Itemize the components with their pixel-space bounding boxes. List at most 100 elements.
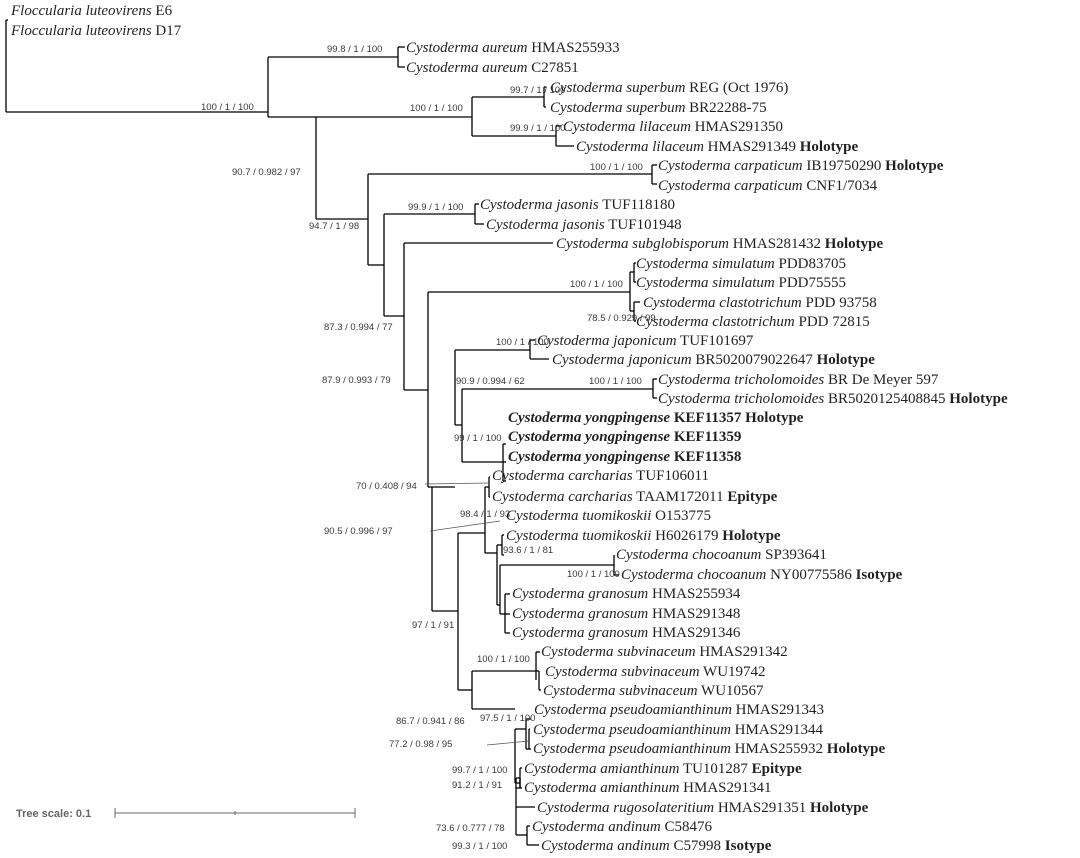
tip-strain: NY00775586 bbox=[766, 567, 852, 583]
tip-strain: TUF106011 bbox=[633, 468, 709, 484]
support-value: 73.6 / 0.777 / 78 bbox=[436, 823, 505, 834]
tip-type-tag: Holotype bbox=[741, 410, 803, 426]
tip-type-tag: Holotype bbox=[823, 741, 885, 757]
support-value: 70 / 0.408 / 94 bbox=[356, 481, 417, 492]
tip-species: Cystoderma andinum bbox=[541, 838, 670, 854]
support-leader-lines bbox=[424, 482, 530, 746]
tip-strain: HMAS291350 bbox=[691, 119, 783, 135]
tip-strain: C57998 bbox=[670, 838, 721, 854]
support-value: 97.5 / 1 / 100 bbox=[480, 713, 535, 724]
tip-type-tag: Epitype bbox=[724, 489, 778, 505]
tip-label: Cystoderma yongpingense KEF11358 bbox=[508, 449, 741, 465]
support-value: 98.4 / 1 / 93 bbox=[460, 509, 510, 520]
tip-strain: BR De Meyer 597 bbox=[824, 372, 939, 388]
tip-label: Cystoderma simulatum PDD75555 bbox=[636, 275, 846, 291]
tip-type-tag: Holotype bbox=[821, 236, 883, 252]
tip-species: Cystoderma andinum bbox=[532, 819, 661, 835]
tip-strain: HMAS255932 bbox=[731, 741, 823, 757]
tip-type-tag: Isotype bbox=[852, 567, 903, 583]
tip-species: Cystoderma jasonis bbox=[486, 217, 605, 233]
tip-strain: PDD83705 bbox=[775, 256, 846, 272]
tip-label: Cystoderma pseudoamianthinum HMAS291344 bbox=[533, 722, 824, 738]
tip-label: Cystoderma carcharias TUF106011 bbox=[492, 468, 709, 484]
tip-strain: HMAS291349 bbox=[704, 139, 796, 155]
tip-strain: TUF118180 bbox=[599, 197, 675, 213]
tip-label: Cystoderma clastotrichum PDD 93758 bbox=[643, 295, 877, 311]
tip-strain: KEF11358 bbox=[670, 449, 741, 465]
tip-label: Cystoderma yongpingense KEF11357 Holotyp… bbox=[508, 410, 804, 426]
tip-label: Cystoderma tricholomoides BR De Meyer 59… bbox=[658, 372, 939, 388]
tip-species: Cystoderma subvinaceum bbox=[541, 644, 696, 660]
support-value: 90.5 / 0.996 / 97 bbox=[324, 526, 393, 537]
tip-strain: PDD 72815 bbox=[795, 314, 870, 330]
support-value: 97 / 1 / 91 bbox=[412, 620, 454, 631]
tip-species: Floccularia luteovirens bbox=[10, 23, 152, 39]
support-value: 90.7 / 0.982 / 97 bbox=[232, 167, 301, 178]
tip-label: Cystoderma granosum HMAS291346 bbox=[512, 625, 741, 641]
support-value: 100 / 1 / 100 bbox=[590, 162, 643, 173]
support-value: 100 / 1 / 100 bbox=[410, 103, 463, 114]
tree-scale-label: Tree scale: 0.1 bbox=[16, 808, 91, 820]
support-value: 77.2 / 0.98 / 95 bbox=[389, 739, 452, 750]
tip-label: Cystoderma yongpingense KEF11359 bbox=[508, 429, 741, 445]
tip-strain: C58476 bbox=[661, 819, 713, 835]
tip-species: Cystoderma tuomikoskii bbox=[506, 528, 651, 544]
tip-strain: HMAS291351 bbox=[714, 800, 806, 816]
tip-strain: WU19742 bbox=[700, 664, 766, 680]
tip-strain: KEF11359 bbox=[670, 429, 741, 445]
tip-strain: HMAS291344 bbox=[731, 722, 824, 738]
tip-species: Cystoderma yongpingense bbox=[508, 410, 670, 426]
tip-label: Cystoderma carpaticum IB19750290 Holotyp… bbox=[658, 158, 944, 174]
tip-strain: H6026179 bbox=[651, 528, 718, 544]
tip-label: Cystoderma rugosolateritium HMAS291351 H… bbox=[537, 800, 869, 816]
tip-species: Cystoderma granosum bbox=[512, 606, 648, 622]
tip-species: Cystoderma pseudoamianthinum bbox=[533, 741, 731, 757]
tip-species: Cystoderma chocoanum bbox=[621, 567, 767, 583]
tip-label: Cystoderma jasonis TUF118180 bbox=[480, 197, 675, 213]
tip-species: Cystoderma japonicum bbox=[537, 333, 677, 349]
tip-label: Cystoderma pseudoamianthinum HMAS291343 bbox=[534, 702, 824, 718]
tip-strain: E6 bbox=[152, 3, 173, 19]
tip-label: Cystoderma japonicum BR5020079022647 Hol… bbox=[552, 352, 875, 368]
tip-species: Cystoderma amianthinum bbox=[524, 780, 680, 796]
tip-strain: WU10567 bbox=[698, 683, 764, 699]
tip-strain: C27851 bbox=[528, 60, 579, 76]
support-value: 100 / 1 / 100 bbox=[589, 376, 642, 387]
support-value: 99.9 / 1 / 100 bbox=[408, 202, 463, 213]
tip-label: Floccularia luteovirens E6 bbox=[10, 3, 173, 19]
support-value: 87.3 / 0.994 / 77 bbox=[324, 322, 393, 333]
tip-species: Cystoderma clastotrichum bbox=[643, 295, 802, 311]
tip-species: Cystoderma carcharias bbox=[492, 489, 633, 505]
tip-type-tag: Holotype bbox=[881, 158, 943, 174]
tip-strain: TAAM172011 bbox=[633, 489, 724, 505]
tip-label: Cystoderma granosum HMAS291348 bbox=[512, 606, 740, 622]
tip-label: Cystoderma andinum C58476 bbox=[532, 819, 713, 835]
tip-species: Cystoderma superbum bbox=[550, 80, 686, 96]
tip-label: Cystoderma amianthinum HMAS291341 bbox=[524, 780, 772, 796]
tip-label: Cystoderma pseudoamianthinum HMAS255932 … bbox=[533, 741, 885, 757]
tip-label: Floccularia luteovirens D17 bbox=[10, 23, 182, 39]
tip-type-tag: Holotype bbox=[946, 391, 1008, 407]
tip-species: Cystoderma pseudoamianthinum bbox=[534, 702, 732, 718]
tip-species: Cystoderma subglobisporum bbox=[556, 236, 729, 252]
support-value: 94.7 / 1 / 98 bbox=[309, 221, 359, 232]
tip-species: Cystoderma yongpingense bbox=[508, 449, 670, 465]
tip-label: Cystoderma subglobisporum HMAS281432 Hol… bbox=[556, 236, 883, 252]
tip-species: Cystoderma aureum bbox=[406, 40, 528, 56]
support-value: 78.5 / 0.929 / 99 bbox=[587, 313, 656, 324]
support-value: 100 / 1 / 100 bbox=[567, 569, 620, 580]
tip-label: Cystoderma chocoanum NY00775586 Isotype bbox=[621, 567, 903, 583]
tip-species: Cystoderma tuomikoskii bbox=[506, 508, 651, 524]
tip-strain: SP393641 bbox=[761, 547, 826, 563]
tip-strain: CNF1/7034 bbox=[803, 178, 878, 194]
tip-label: Cystoderma tuomikoskii O153775 bbox=[506, 508, 711, 524]
tip-species: Cystoderma simulatum bbox=[636, 275, 775, 291]
tip-strain: TUF101697 bbox=[677, 333, 754, 349]
tip-strain: TU101287 bbox=[679, 761, 748, 777]
tip-species: Cystoderma yongpingense bbox=[508, 429, 670, 445]
tip-label: Cystoderma clastotrichum PDD 72815 bbox=[636, 314, 870, 330]
tip-type-tag: Epitype bbox=[748, 761, 802, 777]
tip-species: Cystoderma rugosolateritium bbox=[537, 800, 714, 816]
support-value: 93.6 / 1 / 81 bbox=[503, 545, 553, 556]
